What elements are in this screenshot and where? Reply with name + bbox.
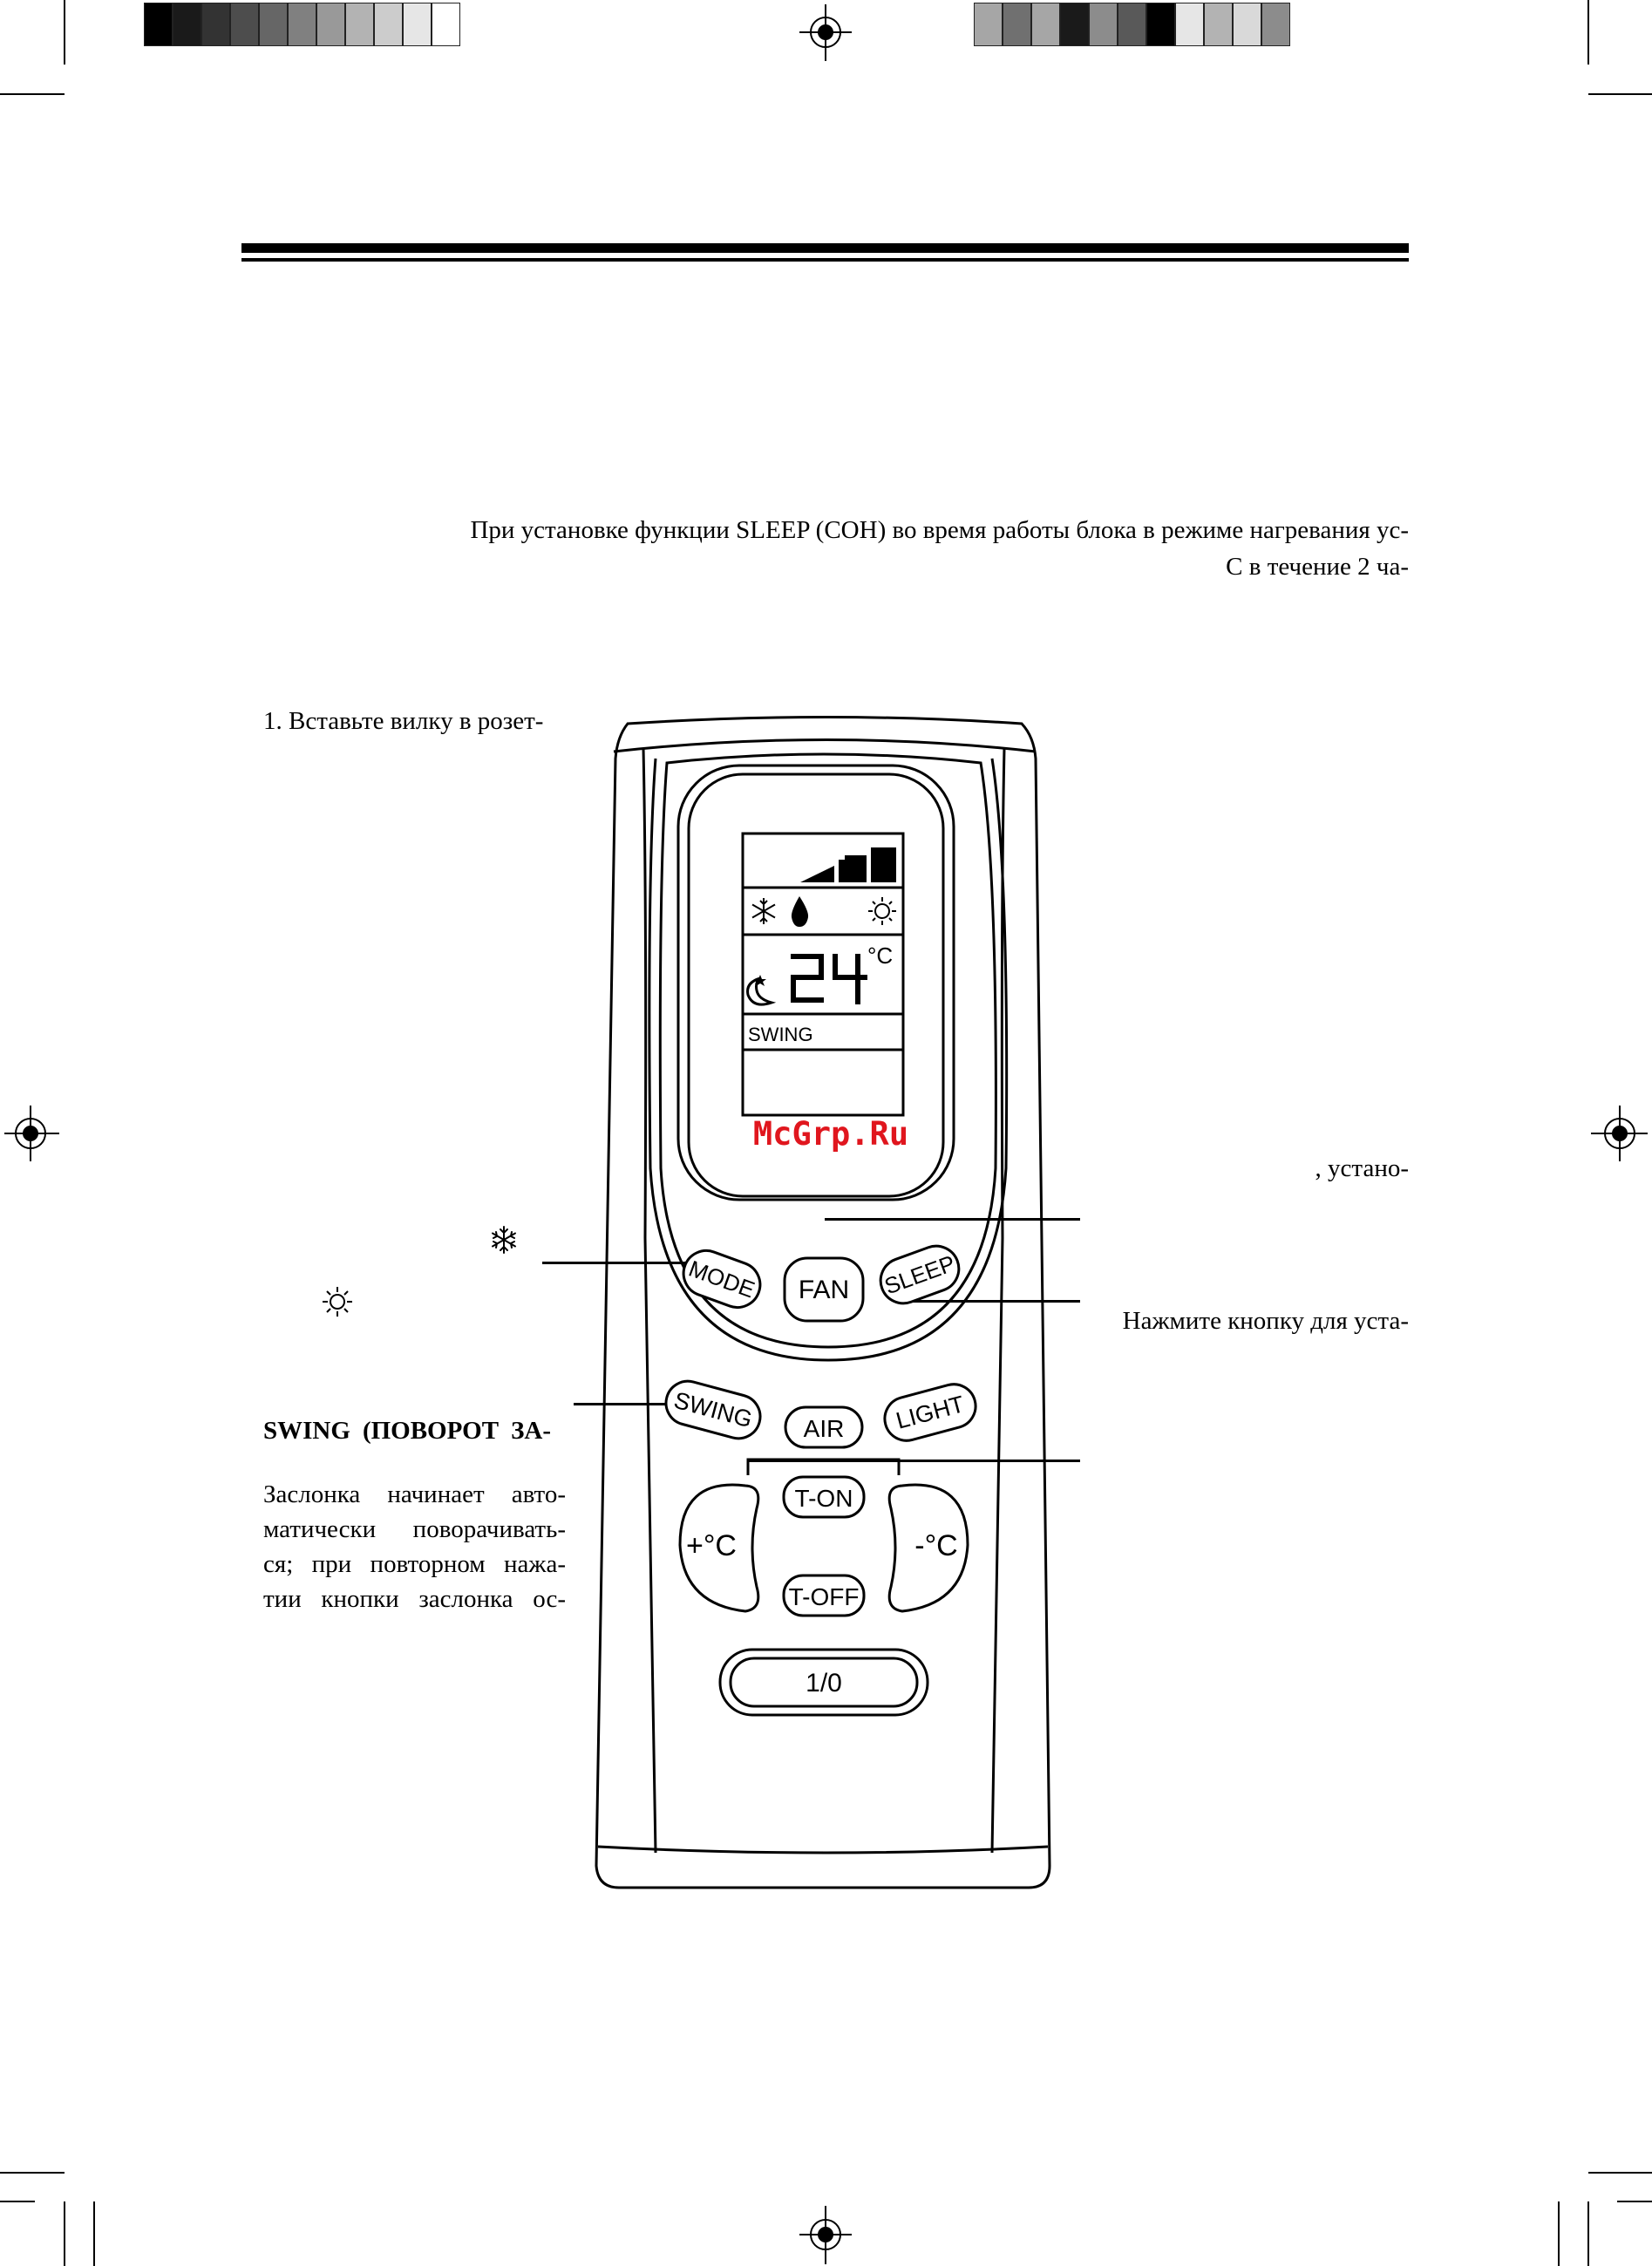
lcd-swing-label: SWING bbox=[748, 1024, 813, 1045]
watermark: McGrp.Ru bbox=[753, 1115, 908, 1153]
color-swatch bbox=[316, 3, 345, 46]
color-swatch bbox=[288, 3, 316, 46]
sun-icon bbox=[321, 1285, 354, 1323]
swing-line-2: матически поворачивать- bbox=[263, 1515, 566, 1543]
drop-icon bbox=[791, 896, 809, 927]
moon-icon bbox=[746, 975, 777, 1006]
fan-speed-indicator bbox=[800, 847, 896, 882]
color-swatch bbox=[1261, 3, 1290, 46]
color-swatch bbox=[1233, 3, 1261, 46]
power-button[interactable] bbox=[718, 1648, 929, 1717]
swing-button[interactable] bbox=[661, 1377, 765, 1444]
timer-on-label: T-ON bbox=[795, 1485, 853, 1512]
leader-line-swing bbox=[574, 1403, 671, 1405]
timer-off-button[interactable] bbox=[782, 1574, 866, 1617]
sleep-button[interactable] bbox=[874, 1240, 965, 1310]
intro-line-1: При установке функции SLEEP (СОН) во вре… bbox=[470, 516, 1409, 544]
color-swatch bbox=[1204, 3, 1233, 46]
leader-line-sleep bbox=[908, 1300, 1080, 1303]
fan-button-label: FAN bbox=[799, 1276, 849, 1304]
color-swatch bbox=[230, 3, 259, 46]
sun-icon bbox=[868, 897, 896, 925]
registration-mark-right bbox=[1591, 1106, 1648, 1161]
air-button[interactable] bbox=[784, 1405, 864, 1449]
mode-button[interactable] bbox=[677, 1244, 766, 1314]
heading-rule-thick bbox=[241, 243, 1409, 253]
snowflake-icon bbox=[751, 898, 776, 924]
color-swatch bbox=[1118, 3, 1146, 46]
temp-up-label: +°C bbox=[686, 1529, 737, 1562]
swing-line-4: тии кнопки заслонка ос- bbox=[263, 1585, 566, 1613]
sleep-note-text: Нажмите кнопку для уста- bbox=[1122, 1307, 1409, 1335]
registration-mark-left bbox=[4, 1106, 59, 1161]
air-button-label: AIR bbox=[804, 1415, 845, 1442]
leader-line-timer bbox=[748, 1460, 1080, 1462]
color-swatch bbox=[144, 3, 173, 46]
color-swatch bbox=[374, 3, 403, 46]
snowflake-icon bbox=[489, 1225, 519, 1259]
right-fragment-text: , устано- bbox=[1315, 1154, 1409, 1182]
temp-down-label: -°C bbox=[914, 1529, 957, 1562]
swing-line-1: Заслонка начинает авто- bbox=[263, 1480, 566, 1508]
temperature-digits bbox=[791, 954, 867, 1004]
color-swatch bbox=[259, 3, 288, 46]
color-swatch bbox=[1031, 3, 1060, 46]
timer-bracket bbox=[746, 1458, 901, 1475]
swing-heading: SWING (ПОВОРОТ ЗА- bbox=[263, 1417, 551, 1445]
color-swatch bbox=[1089, 3, 1118, 46]
color-swatch bbox=[403, 3, 432, 46]
color-swatch bbox=[173, 3, 201, 46]
power-button-label: 1/0 bbox=[806, 1669, 842, 1698]
intro-line-2: С в течение 2 ча- bbox=[1226, 553, 1409, 581]
color-swatch bbox=[974, 3, 1003, 46]
light-button[interactable] bbox=[880, 1379, 980, 1446]
color-swatch bbox=[1003, 3, 1031, 46]
color-swatch bbox=[1146, 3, 1175, 46]
color-swatch bbox=[345, 3, 374, 46]
temperature-unit: °C bbox=[867, 942, 893, 969]
registration-mark-bottom bbox=[799, 2206, 852, 2264]
swing-line-3: ся; при повторном нажа- bbox=[263, 1550, 566, 1578]
leader-line-mode bbox=[542, 1262, 686, 1264]
color-swatch bbox=[1060, 3, 1089, 46]
heading-rule-thin bbox=[241, 258, 1409, 262]
color-swatch bbox=[1175, 3, 1204, 46]
step-1-text: 1. Вставьте вилку в розет- bbox=[263, 707, 544, 735]
fan-button[interactable] bbox=[783, 1256, 865, 1323]
temp-up-button[interactable] bbox=[678, 1483, 760, 1613]
leader-line-fan bbox=[825, 1218, 1080, 1221]
timer-off-label: T-OFF bbox=[789, 1583, 860, 1610]
color-swatch bbox=[432, 3, 460, 46]
timer-on-button[interactable] bbox=[782, 1475, 866, 1519]
color-swatch bbox=[201, 3, 230, 46]
temp-down-button[interactable] bbox=[887, 1483, 969, 1613]
registration-mark-top bbox=[799, 4, 852, 61]
